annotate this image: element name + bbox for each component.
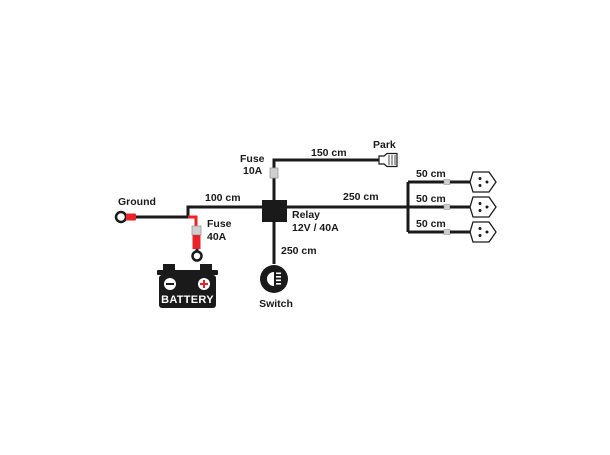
cable-length-light-1: 50 cm: [416, 168, 446, 180]
main-fuse-holder: [191, 225, 202, 249]
cable-length-light-3: 50 cm: [416, 218, 446, 230]
battery-icon: [157, 264, 218, 308]
ground-label: Ground: [118, 196, 156, 208]
cable-length-switch: 250 cm: [281, 245, 317, 257]
park-fuse-label: Fuse: [240, 153, 265, 165]
cable-length-lights: 250 cm: [343, 191, 379, 203]
switch-label: Switch: [259, 298, 293, 310]
battery-negative-symbol: −: [170, 287, 171, 289]
park-wire: [272, 158, 379, 200]
main-fuse-rating: 40A: [207, 231, 227, 243]
battery-ring-terminal: [191, 250, 203, 262]
cable-length-ground: 100 cm: [205, 192, 241, 204]
battery-positive-symbol: +: [204, 287, 205, 289]
relay-box: [262, 200, 287, 222]
relay-rating: 12V / 40A: [292, 222, 339, 234]
battery-label: BATTERY: [161, 294, 214, 306]
park-fuse-holder: [269, 167, 279, 179]
switch-icon: [260, 265, 288, 293]
park-connector: [378, 152, 398, 168]
ground-wire: [136, 205, 262, 219]
light-connector-3: [443, 221, 497, 243]
relay-label: Relay: [292, 209, 320, 221]
cable-length-light-2: 50 cm: [416, 193, 446, 205]
main-fuse-label: Fuse: [207, 218, 232, 230]
park-fuse-rating: 10A: [243, 165, 263, 177]
light-connector-1: [443, 171, 497, 193]
light-connector-2: [443, 196, 497, 218]
lights-splitter: [406, 180, 444, 234]
park-label: Park: [373, 139, 396, 151]
positive-wire: [188, 215, 198, 226]
ground-terminal: [114, 210, 136, 224]
cable-length-park: 150 cm: [311, 147, 347, 159]
